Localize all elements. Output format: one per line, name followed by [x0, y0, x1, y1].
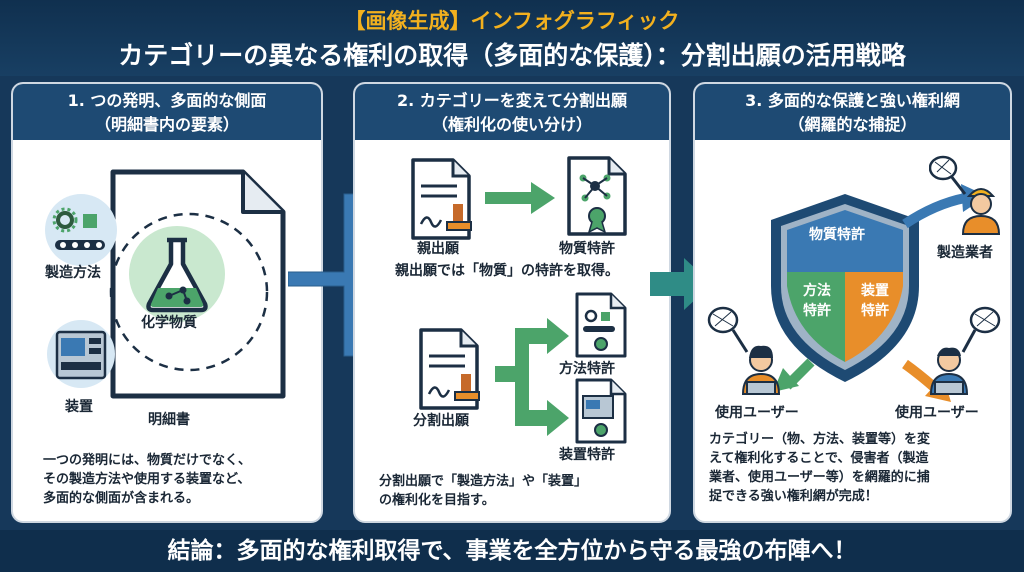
panel-one-desc-line3: 多面的な側面が含まれる。	[43, 491, 200, 506]
page-title: カテゴリーの異なる権利の取得（多面的な保護）：分割出願の活用戦略	[118, 41, 906, 70]
panel-three-desc-line2: えて権利化することで、侵害者（製造	[709, 451, 929, 466]
header: 【画像生成】インフォグラフィック カテゴリーの異なる権利の取得（多面的な保護）：…	[0, 0, 1024, 76]
shield-device-line1: 装置	[861, 283, 889, 299]
method-patent-icon	[575, 292, 627, 358]
parent-label: 親出願	[417, 241, 459, 257]
substance-patent-icon	[567, 156, 627, 236]
document-label: 明細書	[148, 412, 190, 428]
panel-two-header: 2. カテゴリーを変えて分割出願 （権利化の使い分け）	[355, 84, 669, 140]
method-patent-label: 方法特許	[559, 361, 615, 377]
panel-two-desc-line1: 分割出願で「製造方法」や「装置」	[379, 474, 588, 489]
panel-three-desc-line4: 捉できる強い権利網が完成！	[709, 489, 878, 504]
panel-one-desc-line2: その製造方法や使用する装置など、	[43, 472, 251, 487]
manufacturer-icon	[929, 155, 1001, 235]
panel-two-title: 2. カテゴリーを変えて分割出願	[397, 91, 627, 110]
device-patent-label: 装置特許	[559, 447, 615, 463]
panel-two-description: 分割出願で「製造方法」や「装置」 の権利化を目指す。	[379, 472, 587, 510]
panel-three-header: 3. 多面的な保護と強い権利網 （網羅的な捕捉）	[695, 84, 1010, 140]
divisional-split-arrow	[495, 318, 569, 436]
panel-three-desc-line1: カテゴリー（物、方法、装置等）を変	[709, 432, 931, 447]
device-label: 装置	[65, 399, 93, 415]
shield-substance-label: 物質特許	[809, 227, 865, 243]
flask-icon	[129, 226, 225, 322]
divisional-label: 分割出願	[413, 413, 469, 429]
shield-method-line2: 特許	[803, 303, 831, 319]
substance-patent-label: 物質特許	[559, 241, 615, 257]
parent-arrow	[485, 182, 555, 214]
parent-note: 親出願では「物質」の特許を取得。	[395, 263, 619, 279]
panel-one-desc-line1: 一つの発明には、物質だけでなく、	[43, 453, 252, 468]
shield-icon	[771, 194, 919, 382]
divisional-application-icon	[419, 328, 480, 410]
conclusion-banner: 結論：多面的な権利取得で、事業を全方位から守る最強の布陣へ！	[0, 530, 1024, 572]
panel-three-desc-line3: 業者、使用ユーザー等）を網羅的に捕	[709, 470, 930, 485]
panel-one-invention: 1. つの発明、多面的な側面 （明細書内の要素） 製造方法 装置 化学物質 明	[11, 82, 323, 523]
panel-three-title: 3. 多面的な保護と強い権利網	[745, 91, 960, 110]
panel-three-description: カテゴリー（物、方法、装置等）を変 えて権利化することで、侵害者（製造 業者、使…	[709, 430, 930, 506]
panel-protection: 3. 多面的な保護と強い権利網 （網羅的な捕捉） 物質特許 方法 特許 装置 特…	[693, 82, 1012, 523]
shield-method-label: 方法 特許	[803, 280, 831, 320]
manufacturing-icon	[45, 194, 117, 266]
substance-label: 化学物質	[141, 315, 197, 331]
shield-device-line2: 特許	[861, 303, 889, 319]
panel-two-desc-line2: の権利化を目指す。	[379, 493, 495, 508]
panel-one-title: 1. つの発明、多面的な側面	[67, 91, 267, 110]
panel-one-subtitle: （明細書内の要素）	[94, 115, 239, 134]
user-right-label: 使用ユーザー	[895, 405, 979, 421]
user-left-icon	[707, 306, 781, 395]
manufacturing-label: 製造方法	[45, 265, 101, 281]
panel-divisional: 2. カテゴリーを変えて分割出願 （権利化の使い分け） 親出願 物質特許 親出願…	[353, 82, 671, 523]
manufacturer-label: 製造業者	[937, 245, 993, 261]
device-patent-icon	[575, 378, 627, 444]
device-icon	[47, 320, 115, 388]
panel-one-description: 一つの発明には、物質だけでなく、 その製造方法や使用する装置など、 多面的な側面…	[43, 451, 251, 508]
panel-two-subtitle: （権利化の使い分け）	[431, 115, 592, 134]
user-left-label: 使用ユーザー	[715, 405, 799, 421]
shield-device-label: 装置 特許	[861, 280, 889, 320]
user-right-icon	[929, 306, 1001, 395]
parent-application-icon	[411, 158, 472, 240]
header-tag: 【画像生成】インフォグラフィック	[344, 9, 680, 33]
panel-three-subtitle: （網羅的な捕捉）	[788, 115, 917, 134]
shield-method-line1: 方法	[803, 283, 831, 299]
panel-one-header: 1. つの発明、多面的な側面 （明細書内の要素）	[13, 84, 321, 140]
